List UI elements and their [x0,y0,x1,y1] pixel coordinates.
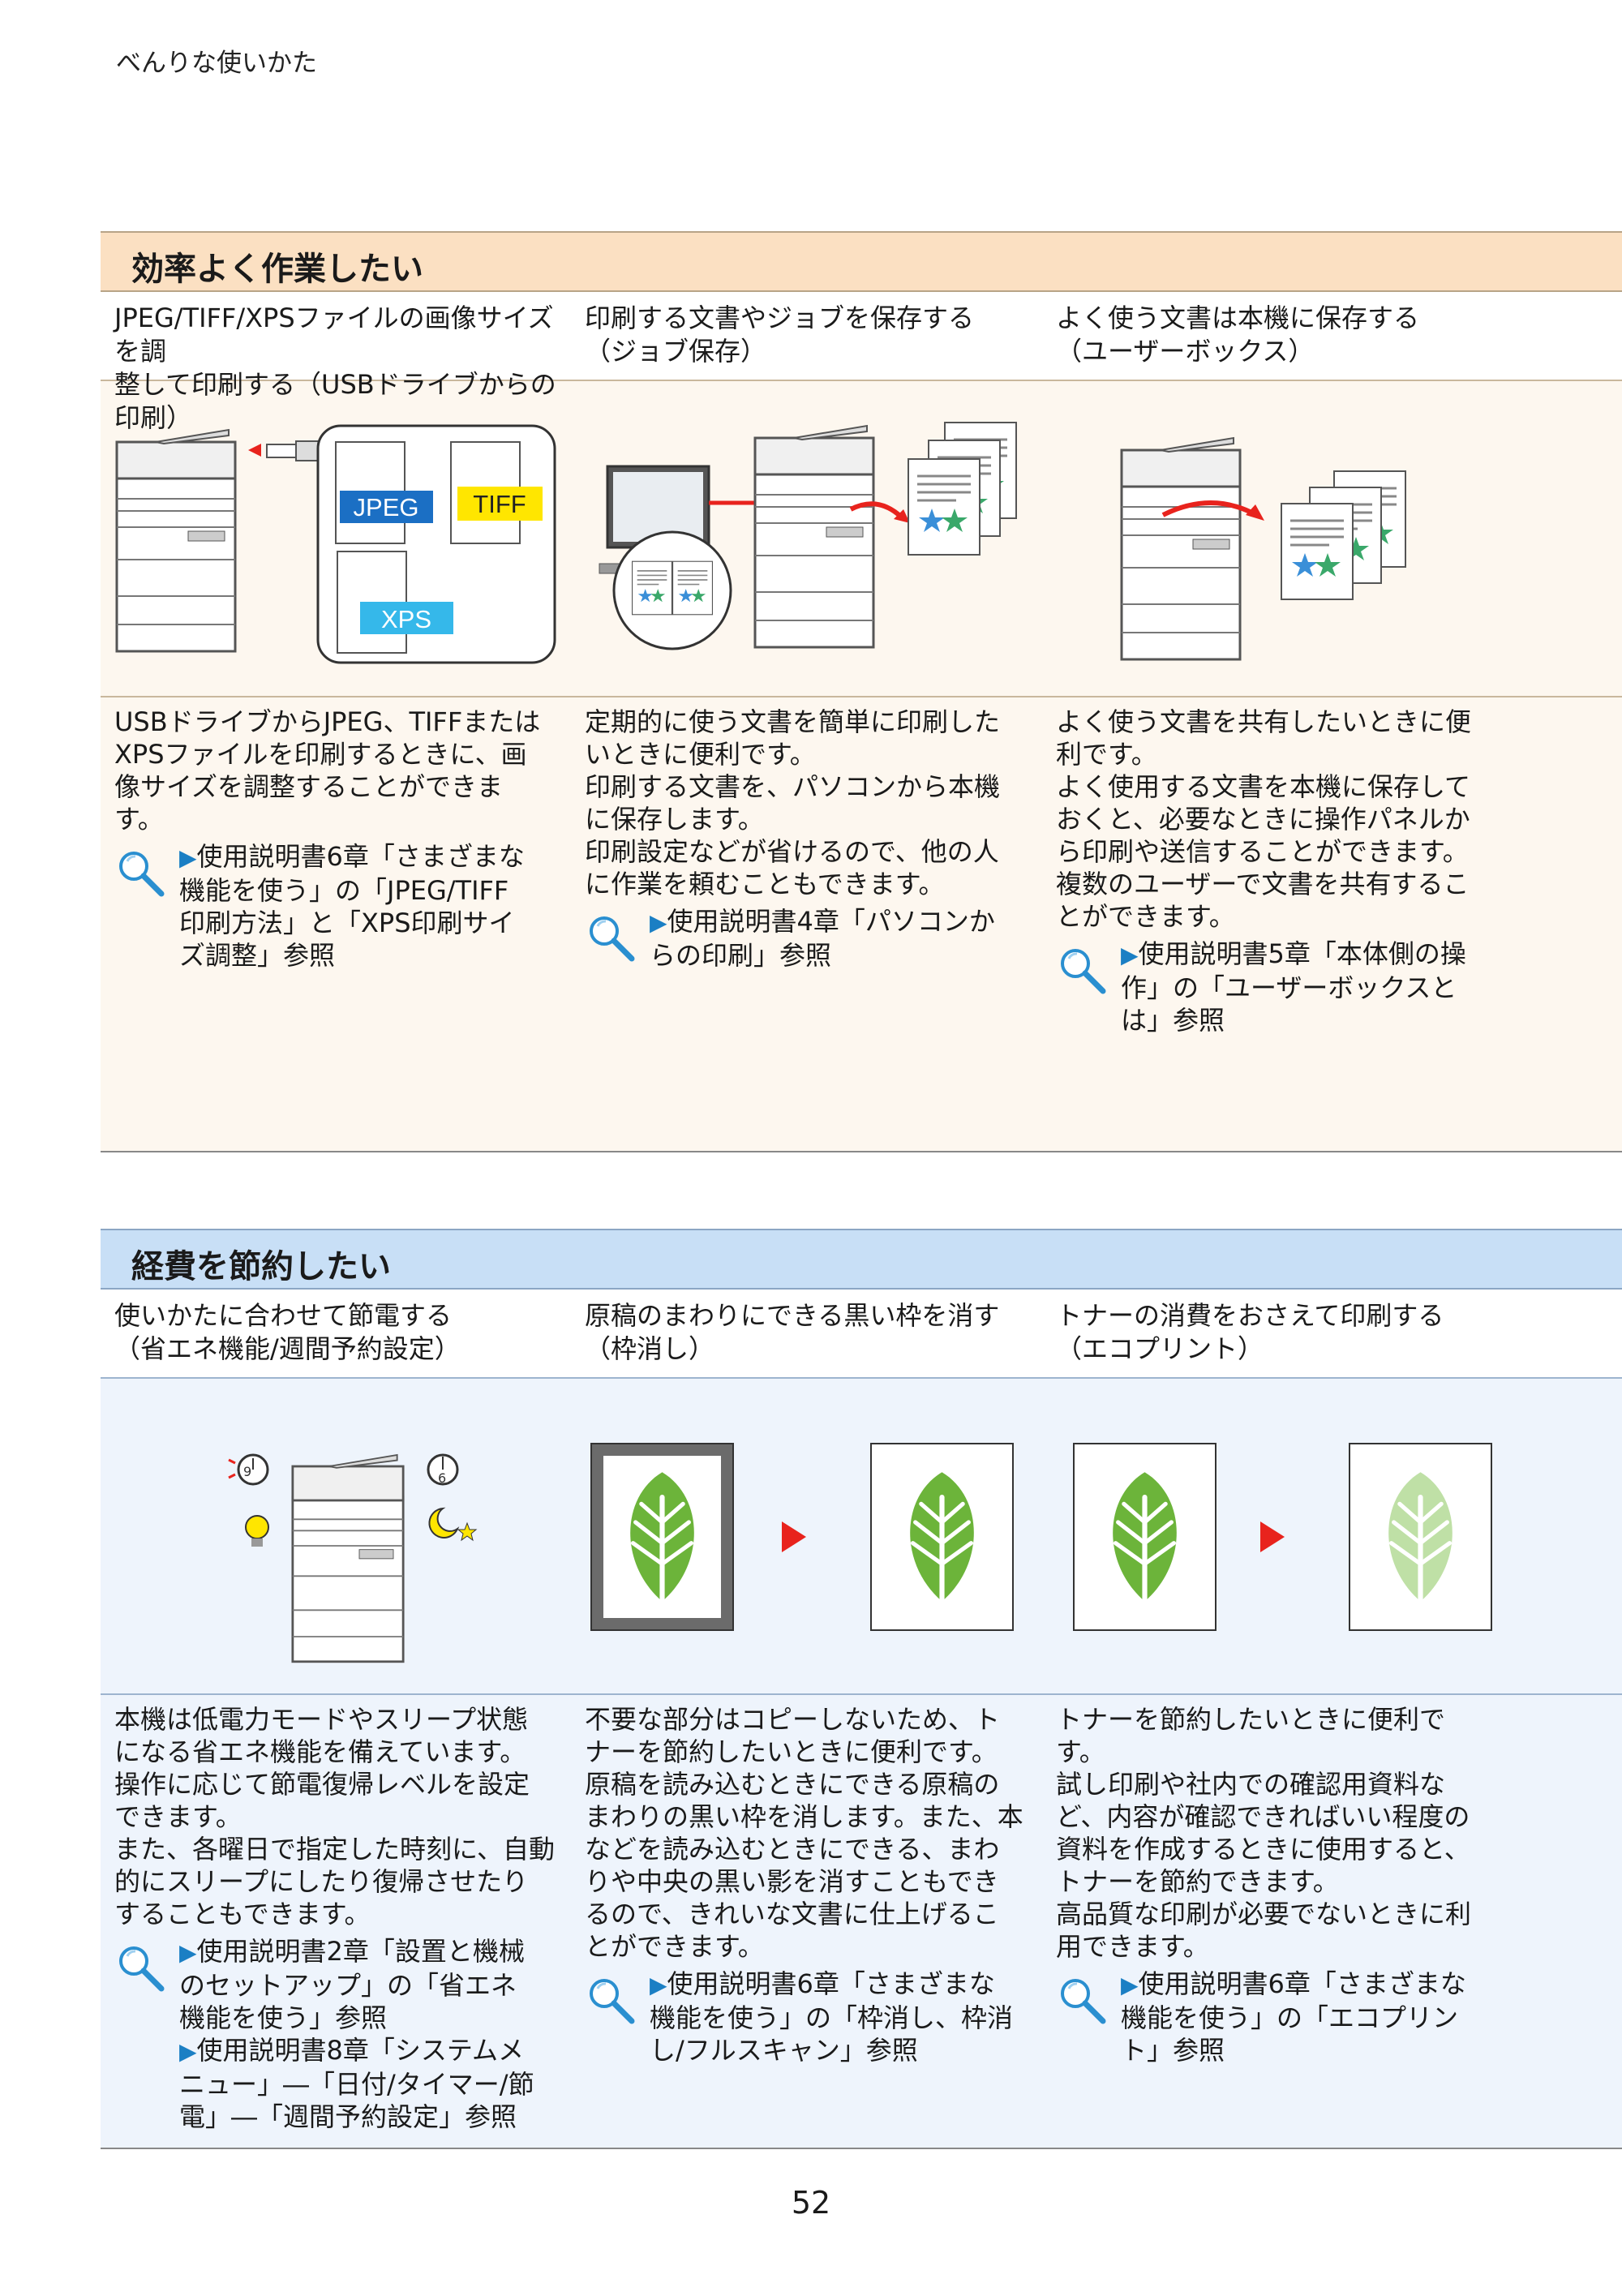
reference-arrow-icon: ▶ [1121,942,1139,968]
running-header: べんりな使いかた [116,49,317,78]
illustration-row: JPEG TIFF XPS [101,381,1622,697]
reference-arrow-icon: ▶ [650,909,667,936]
manual-reference: ▶使用説明書5章「本体側の操 作」の「ユーザーボックスと は」参照 [1056,938,1510,1036]
feature-description-eco-print: トナーを節約したいときに便利です。 試し印刷や社内での確認用資料など、内容が確認… [1056,1703,1510,2066]
magnifier-icon [1058,946,1109,998]
reference-arrow-icon: ▶ [179,844,197,871]
manual-reference: ▶使用説明書6章「さまざまな 機能を使う」の「枠消し、枠消 し/フルスキャン」参… [585,1968,1039,2066]
feature-description-user-box: よく使う文書を共有したいときに便利です。 よく使用する文書を本機に保存しておくと… [1056,706,1510,1036]
section-efficiency: 効率よく作業したい JPEG/TIFF/XPSファイルの画像サイズを調整して印刷… [101,231,1622,1152]
xps-label: XPS [381,605,431,633]
section-divider [101,1151,1622,1152]
illustration-row: 9 6 [101,1379,1622,1695]
magnifier-icon [116,848,168,900]
feature-heading-job-storage: 印刷する文書やジョブを保存する（ジョブ保存） [585,303,975,367]
reference-arrow-icon: ▶ [650,1972,667,1998]
feature-description-job-storage: 定期的に使う文書を簡単に印刷したいときに便利です。 印刷する文書を、パソコンから… [585,706,1039,972]
feature-description-border-erase: 不要な部分はコピーしないため、トナーを節約したいときに便利です。 原稿を読み込む… [585,1703,1039,2066]
feature-heading-energy-saver: 使いかたに合わせて節電する（省エネ機能/週間予約設定） [114,1300,461,1364]
section-title: 効率よく作業したい [131,251,423,288]
manual-reference: ▶使用説明書4章「パソコンか らの印刷」参照 [585,905,1039,972]
section-title-bar: 経費を節約したい [101,1229,1622,1290]
eco-print-illustration [1073,1443,1492,1631]
manual-reference: ▶使用説明書6章「さまざまな 機能を使う」の「エコプリン ト」参照 [1056,1968,1510,2066]
section-cost-saving: 経費を節約したい 使いかたに合わせて節電する（省エネ機能/週間予約設定） 原稿の… [101,1229,1622,2149]
reference-arrow-icon: ▶ [179,2038,197,2065]
jpeg-label: JPEG [354,493,419,521]
section-title: 経費を節約したい [131,1248,391,1285]
magnifier-icon [1058,1976,1109,2028]
manual-reference: ▶使用説明書6章「さまざまな 機能を使う」の「JPEG/TIFF 印刷方法」と「… [114,840,569,972]
feature-description-energy-saver: 本機は低電力モードやスリープ状態になる省エネ機能を備えています。 操作に応じて節… [114,1703,569,2133]
magnifier-icon [586,913,638,965]
user-box-illustration [1120,436,1406,661]
feature-heading-eco-print: トナーの消費をおさえて印刷する（エコプリント） [1056,1300,1444,1364]
section-divider [101,2148,1622,2149]
usb-print-illustration: JPEG TIFF XPS [115,424,556,664]
svg-text:6: 6 [438,1470,446,1486]
page-number: 52 [791,2185,831,2221]
tiff-label: TIFF [473,490,526,518]
magnifier-icon [116,1943,168,1995]
section-title-bar: 効率よく作業したい [101,231,1622,292]
feature-header-row: JPEG/TIFF/XPSファイルの画像サイズを調整して印刷する（USBドライブ… [101,292,1622,433]
feature-header-row: 使いかたに合わせて節電する（省エネ機能/週間予約設定） 原稿のまわりにできる黒い… [101,1290,1622,1379]
feature-heading-border-erase: 原稿のまわりにできる黒い枠を消す（枠消し） [585,1300,1000,1364]
energy-saver-illustration: 9 6 [228,1453,478,1663]
feature-heading-user-box: よく使う文書は本機に保存する（ユーザーボックス） [1056,303,1420,367]
feature-heading-usb-print: JPEG/TIFF/XPSファイルの画像サイズを調整して印刷する（USBドライブ… [114,303,556,433]
reference-arrow-icon: ▶ [1121,1972,1139,1998]
magnifier-icon [586,1976,638,2028]
manual-reference: ▶使用説明書2章「設置と機械 のセットアップ」の「省エネ 機能を使う」参照 ▶使… [114,1935,569,2133]
svg-text:9: 9 [243,1464,251,1479]
job-storage-illustration [599,422,1017,650]
border-erase-illustration [590,1443,1014,1631]
reference-arrow-icon: ▶ [179,1939,197,1966]
